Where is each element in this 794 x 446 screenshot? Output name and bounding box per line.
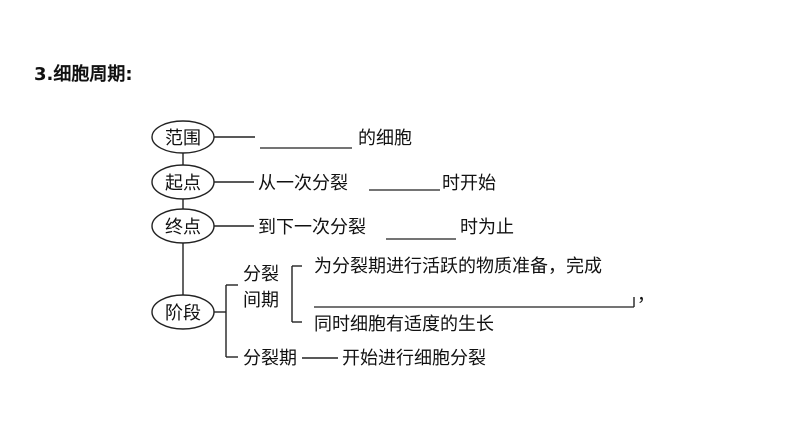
end-text-pre: 到下一次分裂 — [258, 217, 366, 238]
node-range-label: 范围 — [165, 128, 201, 149]
node-start-label: 起点 — [165, 173, 201, 194]
interphase-line-2-tail: ， — [637, 285, 655, 306]
mitosis-text: 开始进行细胞分裂 — [342, 348, 486, 369]
start-text-pre: 从一次分裂 — [258, 173, 348, 194]
range-text: 的细胞 — [358, 128, 412, 149]
start-text-post: 时开始 — [442, 173, 496, 194]
interphase-line-3: 同时细胞有适度的生长 — [314, 314, 494, 335]
mitosis-label: 分裂期 — [243, 348, 297, 369]
node-stage-label: 阶段 — [165, 303, 201, 324]
node-end-label: 终点 — [165, 217, 201, 238]
section-title: 3.细胞周期: — [34, 64, 133, 85]
end-text-post: 时为止 — [460, 217, 514, 238]
interphase-label-1: 分裂 — [243, 264, 279, 285]
interphase-line-1: 为分裂期进行活跃的物质准备，完成 — [314, 256, 602, 277]
interphase-label-2: 间期 — [243, 290, 279, 311]
